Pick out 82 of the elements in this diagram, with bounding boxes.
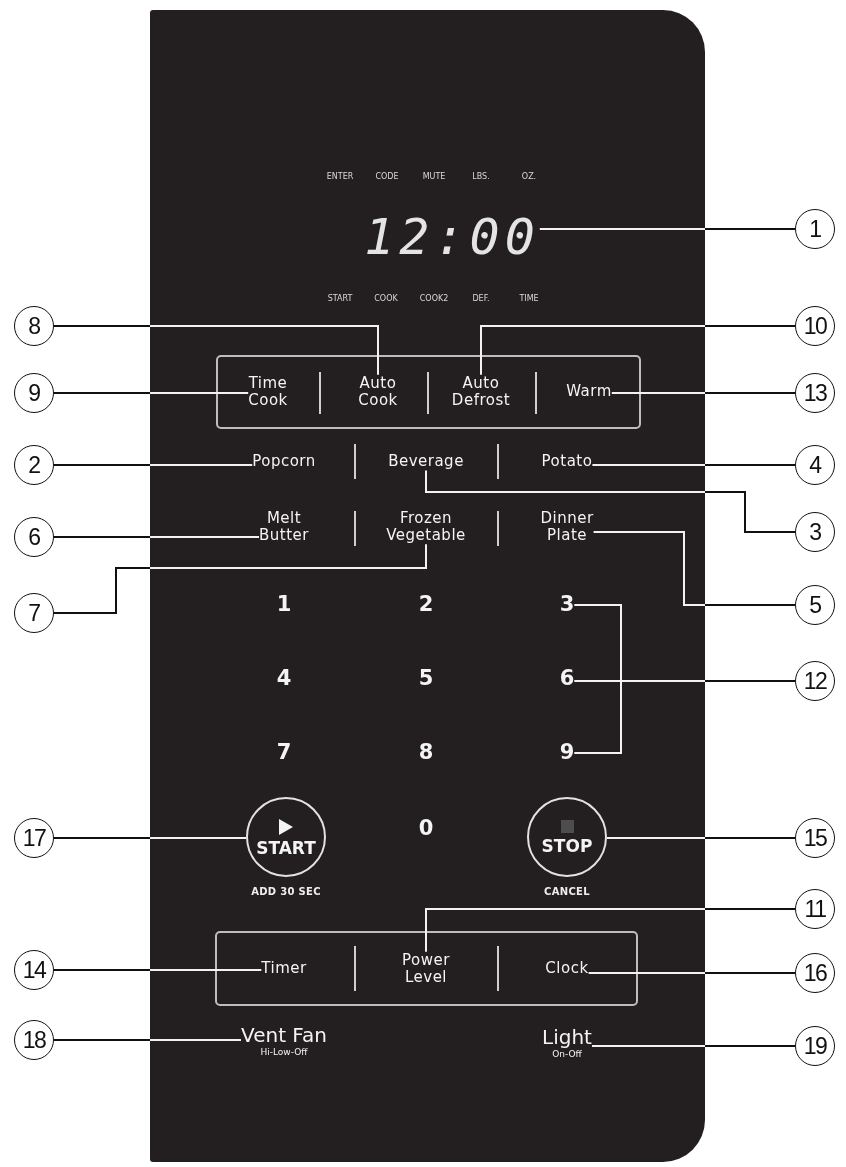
leader-line — [587, 972, 796, 974]
leader-line — [538, 228, 796, 230]
callout-number: 11 — [795, 889, 835, 929]
callout-number: 17 — [14, 818, 54, 858]
key-sublabel: Hi-Low-Off — [260, 1047, 308, 1058]
panel-key: Light — [542, 1026, 592, 1050]
panel-key: Popcorn — [252, 453, 316, 471]
leader-line — [53, 837, 247, 839]
number-key: 6 — [559, 667, 575, 691]
panel-key: Vent Fan — [241, 1024, 327, 1048]
leader-line — [53, 392, 250, 394]
number-key: 2 — [418, 593, 434, 617]
callout-number: 3 — [795, 512, 835, 552]
number-key: 9 — [559, 741, 575, 765]
leader-line — [53, 1039, 242, 1041]
leader-line — [480, 325, 796, 376]
number-key: 4 — [276, 667, 292, 691]
leader-line — [53, 536, 260, 538]
start-button: START — [246, 797, 326, 877]
indicator-label: COOK2 — [419, 294, 449, 304]
panel-key: Potato — [541, 453, 593, 471]
callout-number: 10 — [795, 306, 835, 346]
panel-key: Power Level — [402, 951, 450, 987]
indicator-label: START — [327, 294, 353, 304]
control-panel — [150, 10, 705, 1162]
leader-line — [592, 531, 796, 606]
button-caption: ADD 30 SEC — [251, 886, 321, 897]
leader-line — [606, 837, 796, 839]
button-strip — [216, 355, 641, 429]
panel-key: Timer — [261, 960, 307, 978]
key-sublabel: On-Off — [552, 1049, 582, 1060]
callout-number: 4 — [795, 445, 835, 485]
leader-line — [425, 908, 796, 953]
callout-number: 14 — [14, 950, 54, 990]
indicator-label: OZ. — [521, 172, 537, 182]
panel-key: Time Cook — [248, 374, 288, 410]
leader-line — [610, 392, 796, 394]
callout-number: 1 — [795, 209, 835, 249]
callout-number: 7 — [14, 593, 54, 633]
indicator-label: LBS. — [472, 172, 490, 182]
panel-key: Warm — [566, 383, 612, 401]
callout-number: 19 — [795, 1026, 835, 1066]
panel-key: Auto Defrost — [451, 374, 511, 410]
leader-line — [53, 543, 427, 614]
panel-key: Dinner Plate — [540, 509, 594, 545]
callout-number: 13 — [795, 373, 835, 413]
callout-number: 8 — [14, 306, 54, 346]
callout-number: 9 — [14, 373, 54, 413]
callout-number: 12 — [795, 661, 835, 701]
panel-key: Auto Cook — [358, 374, 398, 410]
callout-number: 6 — [14, 517, 54, 557]
indicator-label: DEF. — [472, 294, 490, 304]
callout-number: 16 — [795, 953, 835, 993]
leader-line — [591, 1045, 796, 1047]
indicator-label: TIME — [519, 294, 539, 304]
indicator-label: CODE — [375, 172, 399, 182]
number-key: 5 — [418, 667, 434, 691]
indicator-label: COOK — [374, 294, 398, 304]
number-key: 1 — [276, 593, 292, 617]
callout-number: 2 — [14, 445, 54, 485]
panel-key: Beverage — [388, 453, 464, 471]
callout-number: 15 — [795, 818, 835, 858]
leader-line — [53, 464, 254, 466]
number-key: 0 — [418, 817, 434, 841]
number-key: 7 — [276, 741, 292, 765]
button-strip — [215, 931, 638, 1006]
panel-key: Clock — [545, 960, 589, 978]
button-caption: CANCEL — [544, 886, 590, 897]
number-key: 8 — [418, 741, 434, 765]
leader-line — [53, 325, 379, 376]
number-key: 3 — [559, 593, 575, 617]
indicator-label: ENTER — [326, 172, 354, 182]
digital-display: 12:00 — [364, 212, 540, 262]
indicator-label: MUTE — [422, 172, 446, 182]
leader-line — [425, 469, 796, 533]
callout-number: 5 — [795, 585, 835, 625]
panel-key: Frozen Vegetable — [386, 509, 466, 545]
callout-number: 18 — [14, 1020, 54, 1060]
leader-line — [591, 464, 796, 466]
leader-line — [53, 969, 263, 971]
stop-button: STOP — [527, 797, 607, 877]
panel-key: Melt Butter — [259, 509, 309, 545]
